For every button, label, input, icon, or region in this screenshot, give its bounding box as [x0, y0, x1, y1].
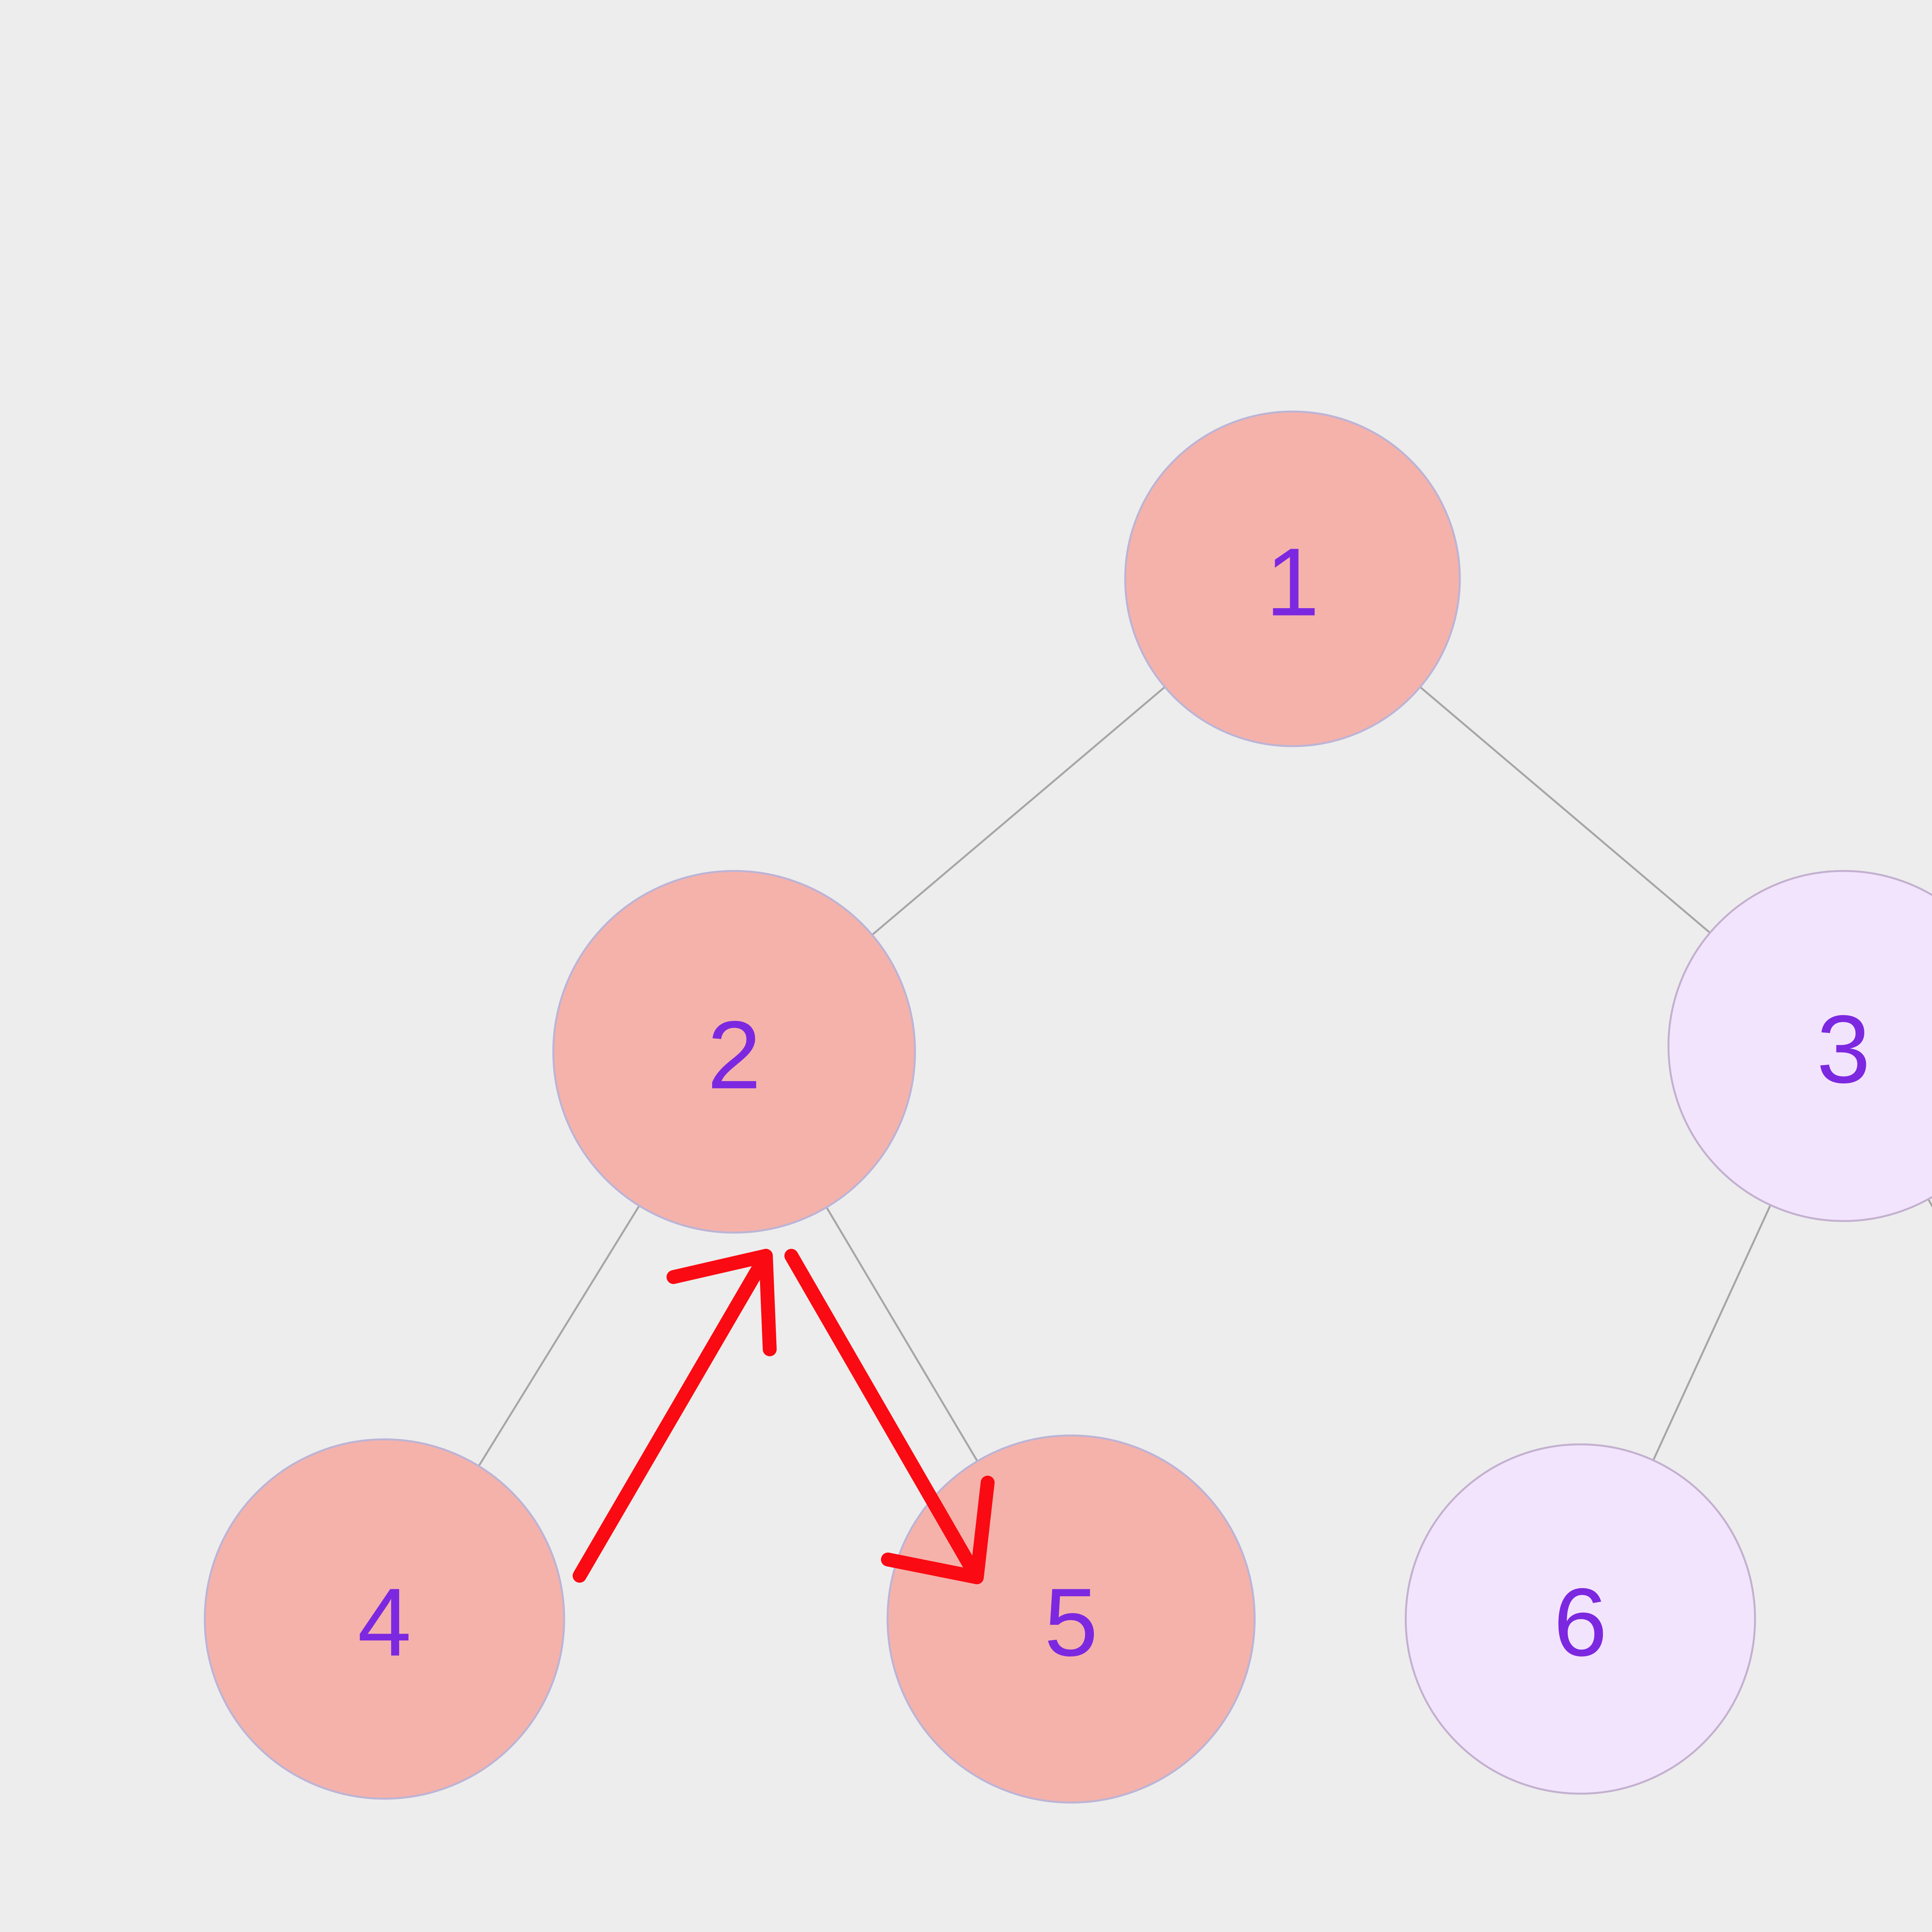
node-circle-2[interactable] [552, 870, 916, 1234]
node-circle-3[interactable] [1667, 870, 1932, 1222]
tree-node-6[interactable]: 6 [1405, 1443, 1756, 1795]
arrow-up-to-node2-head [667, 1249, 777, 1356]
arrow-up-to-node2 [573, 1249, 777, 1583]
tree-nodes-group: 1234567 [204, 410, 1932, 1804]
node-circle-4[interactable] [204, 1438, 565, 1800]
annotation-arrows-group [573, 1249, 995, 1584]
arrow-up-to-node2-shaft [573, 1249, 773, 1583]
arrow-down-to-node5-head [881, 1476, 995, 1584]
tree-node-5[interactable]: 5 [886, 1434, 1256, 1804]
node-circle-1[interactable] [1124, 410, 1461, 747]
tree-node-3[interactable]: 3 [1667, 870, 1932, 1222]
tree-node-4[interactable]: 4 [204, 1438, 565, 1800]
node-circle-6[interactable] [1405, 1443, 1756, 1795]
tree-node-2[interactable]: 2 [552, 870, 916, 1234]
node-circle-5[interactable] [886, 1434, 1256, 1804]
arrow-down-to-node5 [784, 1249, 995, 1584]
arrow-down-to-node5-shaft [784, 1249, 984, 1584]
tree-node-1[interactable]: 1 [1124, 410, 1461, 747]
